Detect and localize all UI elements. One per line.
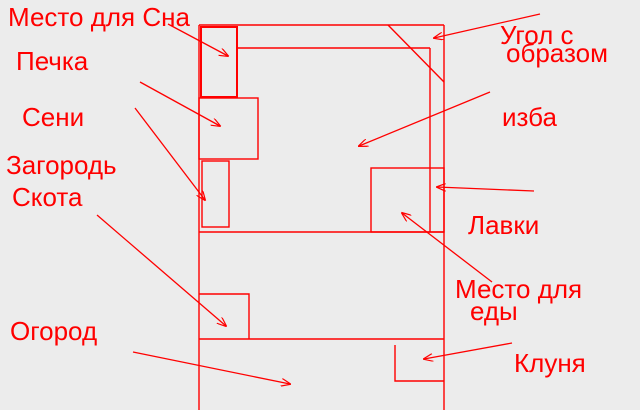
label-livestock-pen-line2: Скота <box>12 182 83 212</box>
barn-outline <box>394 345 444 382</box>
label-eating-place-line1: Место для <box>455 274 583 304</box>
label-garden: Огород <box>10 316 98 346</box>
arrow-garden <box>132 351 290 384</box>
arrow-icon-corner <box>434 13 541 38</box>
arrow-benches <box>437 187 535 192</box>
label-icon-corner-line2: образом <box>506 38 608 68</box>
label-sleep-place: Место для Сна <box>8 2 190 32</box>
arrow-livestock-pen <box>96 214 226 326</box>
label-icon-corner-line1: Угол с <box>500 20 574 50</box>
arrow-stove <box>139 81 220 126</box>
sleep-place-box <box>200 26 238 98</box>
icon-corner-diagonal <box>387 24 445 83</box>
label-livestock-pen-line1: Загородь <box>6 150 117 180</box>
stove-box <box>198 97 259 160</box>
benches-box <box>370 167 445 233</box>
yard-small-room <box>199 293 250 339</box>
arrow-eating-place <box>402 213 493 283</box>
livestock-pen-box <box>201 160 230 228</box>
arrow-sleep-place <box>167 23 228 56</box>
label-eating-place-line2: еды <box>470 296 518 326</box>
label-entry-hall: Сени <box>22 102 85 132</box>
arrow-izba <box>359 91 491 146</box>
label-barn: Клуня <box>514 348 586 378</box>
label-stove: Печка <box>16 46 89 76</box>
label-benches: Лавки <box>468 210 540 240</box>
arrow-barn <box>424 342 513 359</box>
label-izba: изба <box>502 102 557 132</box>
arrow-entry-hall <box>134 107 205 200</box>
